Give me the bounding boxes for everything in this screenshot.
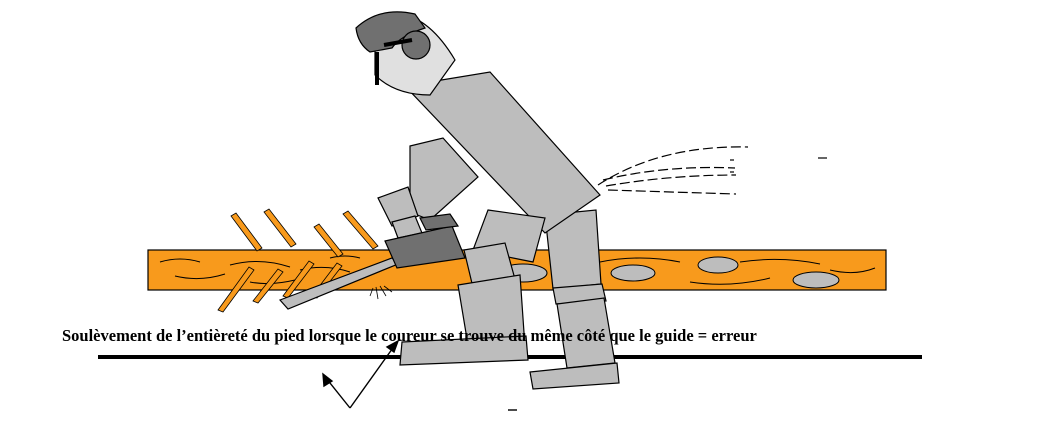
caption-text: Soulèvement de l’entièreté du pied lorsq…	[62, 326, 1052, 346]
back-leg	[530, 210, 619, 389]
motion-lines	[598, 147, 827, 194]
